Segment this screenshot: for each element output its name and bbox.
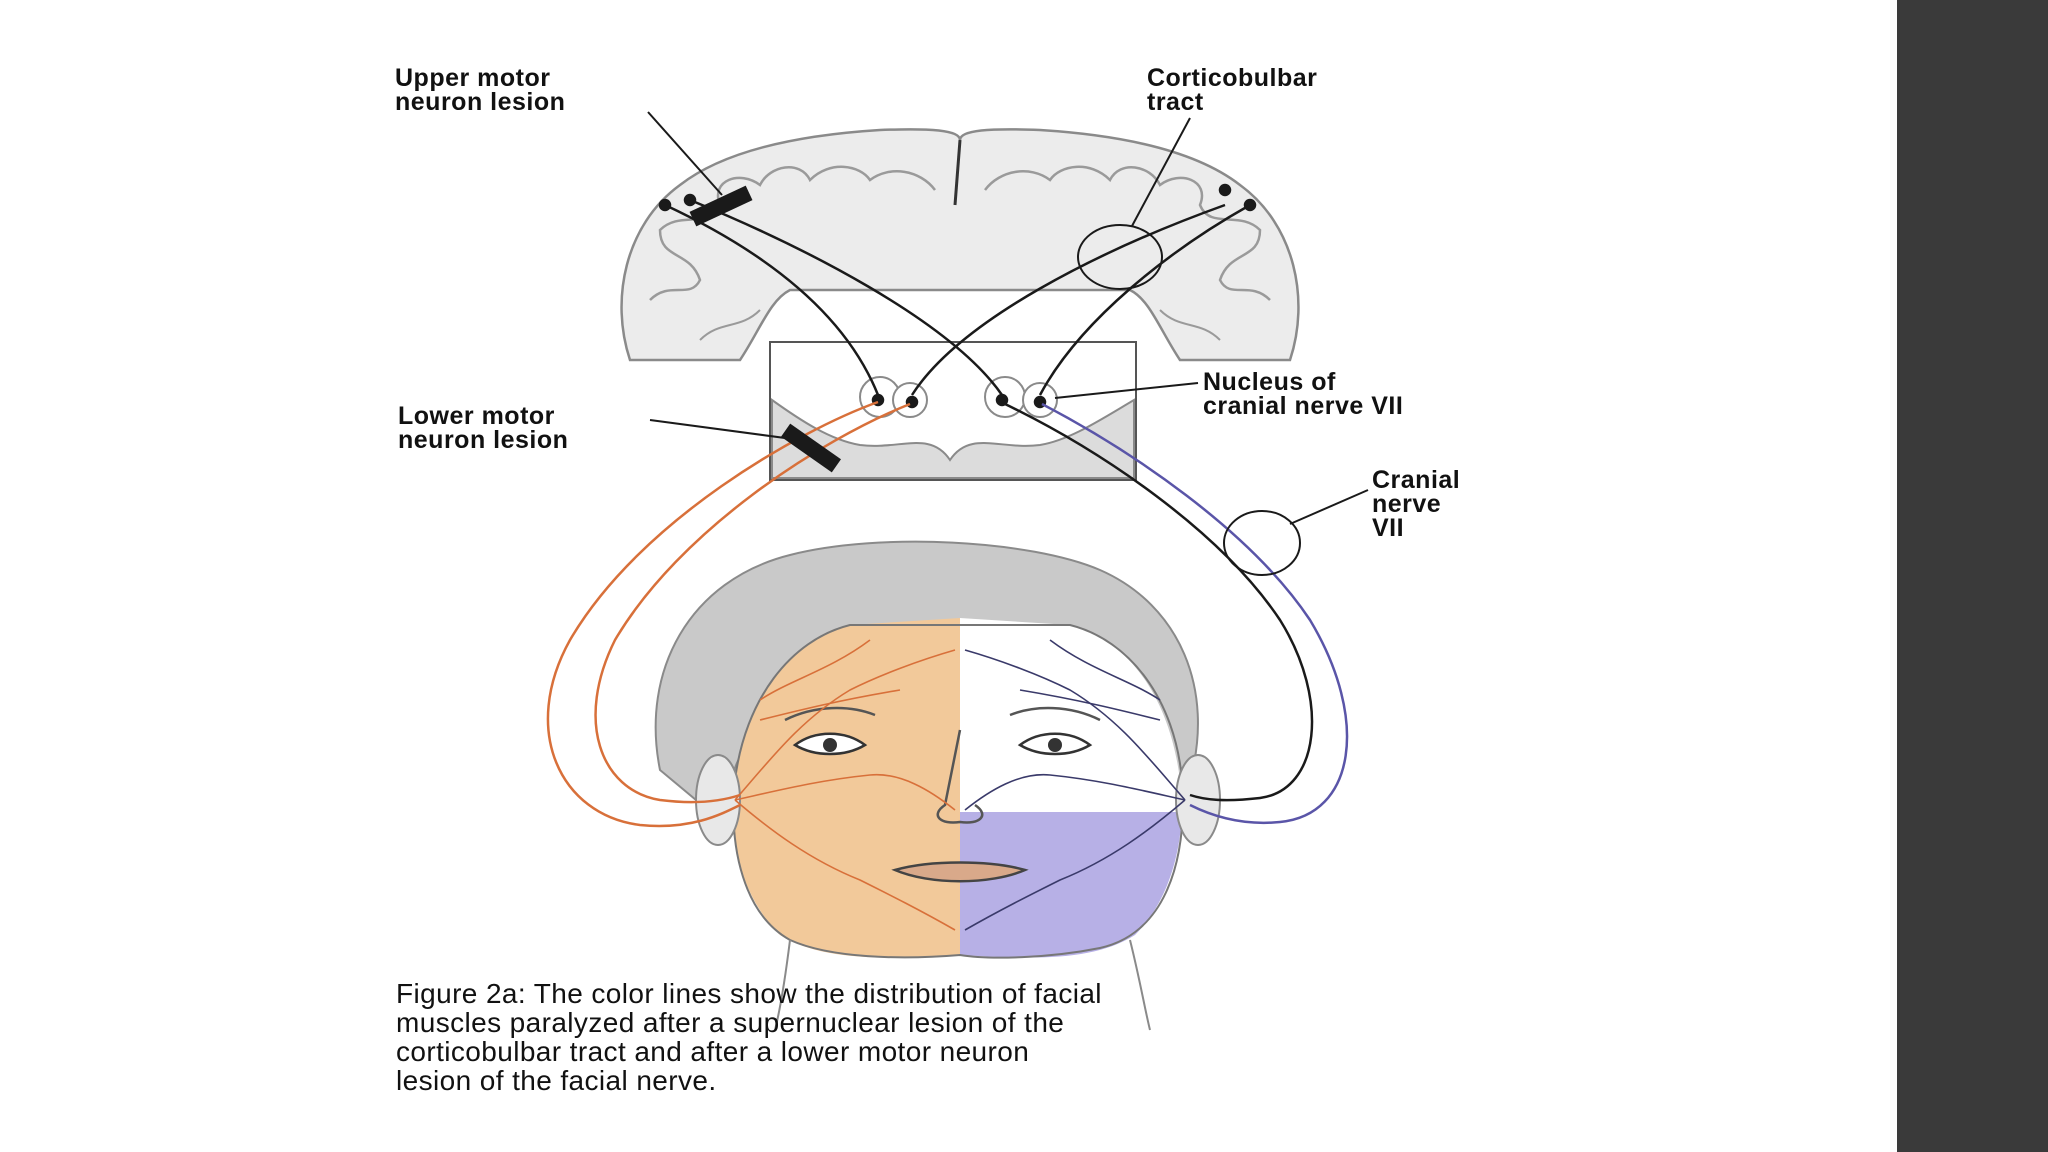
orange-branch-4 — [759, 639, 901, 721]
orange-branch-3 — [734, 799, 956, 931]
orange-nerve-outer — [546, 400, 879, 828]
tract-origin-1 — [658, 198, 672, 212]
label-lower-motor-neuron-lesion: Lower motor neuron lesion — [398, 402, 569, 454]
upper-motor-lesion-marker — [689, 185, 753, 227]
leader-cranial-nerve — [1289, 489, 1369, 525]
brain-inner-left — [699, 309, 761, 341]
leader-lower-motor — [649, 419, 801, 441]
brain-section — [620, 128, 1300, 362]
orange-branch-2 — [734, 773, 956, 811]
slide-canvas: Upper motor neuron lesion Corticobulbar … — [395, 64, 1461, 1096]
corticobulbar-circle — [1077, 224, 1163, 290]
facial-nerve-loops — [546, 400, 1349, 828]
right-sidebar — [1897, 0, 2048, 1152]
tract-origin-2 — [683, 193, 697, 207]
brain-midline — [953, 139, 962, 206]
brain-gyri-right — [984, 165, 1271, 301]
brain-outline — [620, 128, 1300, 362]
mouth — [891, 861, 1029, 883]
dark-branch-4 — [1019, 639, 1161, 721]
nose — [936, 729, 984, 824]
corticobulbar-tracts — [658, 183, 1257, 409]
orange-nerve-inner — [594, 402, 911, 804]
leader-upper-motor — [647, 111, 723, 196]
dark-branch-1 — [964, 649, 1186, 801]
brows — [784, 706, 1101, 722]
nerve-branches — [734, 639, 1186, 931]
nucleus-dot-3 — [995, 393, 1009, 407]
label-corticobulbar-tract: Corticobulbar tract — [1147, 64, 1318, 116]
leader-nucleus — [1054, 382, 1199, 399]
tract-right-to-left-nucleus — [910, 203, 1226, 396]
face-illustration — [654, 540, 1221, 1031]
figure-caption: Figure 2a: The color lines show the dist… — [396, 978, 1102, 1096]
label-cranial-nerve-vii: Cranial nerve VII — [1372, 466, 1461, 542]
orange-branch-1 — [734, 649, 956, 801]
tract-origin-4 — [1243, 198, 1257, 212]
face-right-purple — [960, 812, 1182, 958]
label-nucleus-cranial-nerve-vii: Nucleus of cranial nerve VII — [1203, 368, 1404, 420]
pupil-left — [823, 738, 837, 752]
brain-gyri-left — [649, 165, 936, 301]
brain-inner-right — [1159, 309, 1221, 341]
leader-corticobulbar — [1131, 117, 1191, 227]
dark-branch-2 — [964, 773, 1186, 811]
leader-lines — [647, 111, 1369, 525]
tract-origin-3 — [1218, 183, 1232, 197]
facial-nerve-diagram — [546, 111, 1369, 1031]
label-upper-motor-neuron-lesion: Upper motor neuron lesion — [395, 64, 566, 116]
neck — [774, 939, 1151, 1031]
dark-branch-3 — [964, 799, 1186, 931]
purple-nerve-outer — [1041, 402, 1349, 825]
cranial-nerve-circle — [1223, 510, 1301, 576]
lower-motor-lesion-marker — [781, 423, 841, 473]
tract-left-to-right-nucleus — [689, 198, 1004, 396]
brainstem-box — [769, 341, 1137, 481]
pupil-right — [1048, 738, 1062, 752]
dark-nerve-inner — [1004, 402, 1314, 802]
